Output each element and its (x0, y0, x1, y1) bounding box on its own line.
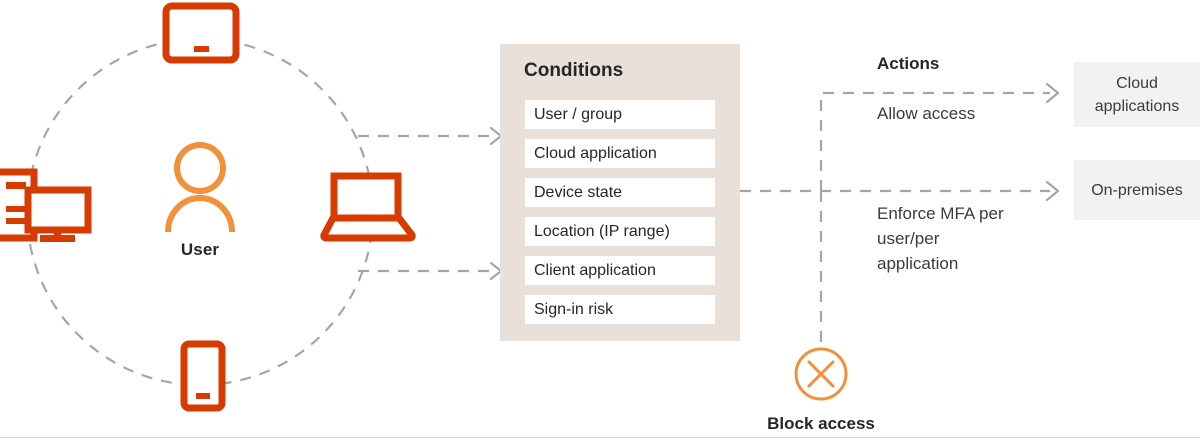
action-allow-access: Allow access (877, 104, 976, 123)
condition-row[interactable]: Sign-in risk (525, 295, 715, 324)
condition-row[interactable]: Device state (525, 178, 715, 207)
conditions-panel: Conditions User / group Cloud applicatio… (500, 44, 740, 341)
laptop-icon (320, 172, 416, 242)
actions-title: Actions (877, 54, 940, 73)
user-person-icon (165, 142, 235, 233)
smartphone-icon (180, 340, 226, 412)
circle-x-icon (794, 347, 848, 401)
condition-row[interactable]: Cloud application (525, 139, 715, 168)
conditions-title: Conditions (524, 60, 624, 81)
desktop-computer-icon (0, 168, 92, 242)
block-access-label: Block access (767, 414, 875, 433)
user-label: User (180, 240, 220, 259)
block-access-group: Block access (745, 345, 897, 434)
target-cloud-applications[interactable]: Cloud applications (1074, 62, 1200, 127)
condition-row[interactable]: User / group (525, 100, 715, 129)
condition-row[interactable]: Client application (525, 256, 715, 285)
condition-row[interactable]: Location (IP range) (525, 217, 715, 246)
target-on-premises[interactable]: On-premises (1074, 160, 1200, 220)
conditions-list: User / group Cloud application Device st… (525, 100, 715, 324)
footer-divider (0, 437, 1200, 438)
action-enforce-mfa: Enforce MFA per user/per application (877, 204, 1004, 273)
tablet-icon (162, 2, 240, 64)
